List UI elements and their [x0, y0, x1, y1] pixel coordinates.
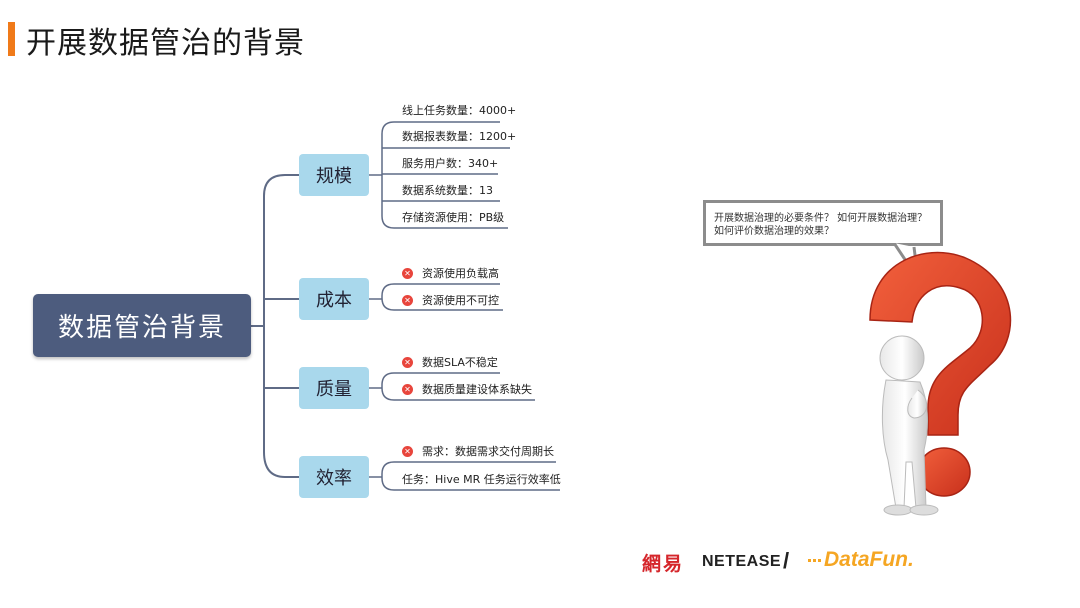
leaf-item: ✕ 资源使用不可控: [402, 292, 499, 308]
branch-efficiency: 效率: [299, 456, 369, 498]
leaf-label: 存储资源使用：PB级: [402, 211, 505, 224]
leaf-item: ✕ 资源使用负载高: [402, 265, 499, 281]
bubble-line-1: 开展数据治理的必要条件？ 如何开展数据治理？: [714, 213, 928, 224]
leaf-label: 任务：Hive MR 任务运行效率低: [402, 473, 561, 486]
branch-scale: 规模: [299, 154, 369, 196]
leaf-item: 数据报表数量：1200+: [402, 128, 516, 144]
leaf-item: ✕ 需求：数据需求交付周期长: [402, 443, 554, 459]
leaf-item: 线上任务数量：4000+: [402, 102, 516, 118]
x-circle-icon: ✕: [402, 445, 413, 457]
leaf-label: 数据质量建设体系缺失: [422, 383, 532, 396]
question-mark-figure-icon: [869, 251, 1012, 516]
leaf-item: ✕ 数据质量建设体系缺失: [402, 381, 532, 397]
netease-logo: 網易: [642, 553, 685, 575]
leaf-item: 服务用户数：340+: [402, 155, 498, 171]
leaf-item: 存储资源使用：PB级: [402, 209, 504, 225]
leaf-item: 任务：Hive MR 任务运行效率低: [402, 471, 561, 487]
leaf-label: 数据SLA不稳定: [422, 356, 498, 369]
leaf-item: 数据系统数量：13: [402, 182, 493, 198]
x-circle-icon: ✕: [402, 294, 413, 306]
page-title: 开展数据管治的背景: [26, 26, 305, 61]
x-circle-icon: ✕: [402, 383, 413, 395]
leaf-label: 数据系统数量：13: [402, 184, 493, 197]
x-circle-icon: ✕: [402, 267, 413, 279]
bubble-line-2: 如何评价数据治理的效果？: [714, 226, 834, 237]
branch-quality: 质量: [299, 367, 369, 409]
leaf-item: ✕ 数据SLA不稳定: [402, 354, 498, 370]
x-circle-icon: ✕: [402, 356, 413, 368]
logo-separator: /: [783, 548, 790, 573]
leaf-label: 线上任务数量：4000+: [402, 104, 517, 117]
leaf-label: 数据报表数量：1200+: [402, 130, 517, 143]
leaf-label: 资源使用不可控: [422, 294, 499, 307]
leaf-label: 需求：数据需求交付周期长: [422, 445, 554, 458]
mindmap-root: 数据管治背景: [33, 294, 251, 357]
datafun-dots-icon: [808, 558, 821, 562]
question-bubble: 开展数据治理的必要条件？ 如何开展数据治理？ 如何评价数据治理的效果？: [703, 200, 943, 246]
datafun-wordmark: DataFun.: [824, 548, 914, 571]
leaf-label: 服务用户数：340+: [402, 157, 499, 170]
netease-wordmark: NETEASE: [702, 553, 782, 570]
branch-cost: 成本: [299, 278, 369, 320]
leaf-label: 资源使用负载高: [422, 267, 499, 280]
title-accent-bar: [8, 22, 15, 56]
datafun-logo: DataFun.: [808, 548, 914, 572]
